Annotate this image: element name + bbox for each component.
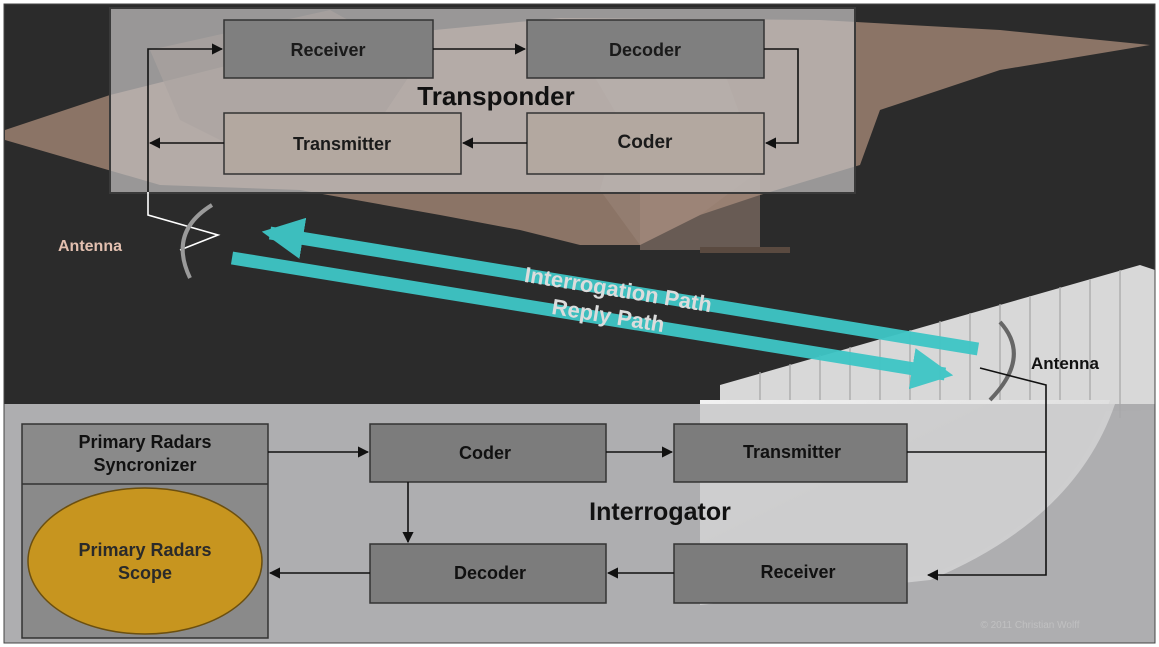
interrogator-receiver-label: Receiver bbox=[760, 562, 835, 582]
interrogator-decoder-label: Decoder bbox=[454, 563, 526, 583]
reply-path-arrow bbox=[230, 251, 954, 390]
interrogator-antenna-label: Antenna bbox=[1031, 354, 1100, 373]
scope-label-line2: Scope bbox=[118, 563, 172, 583]
transponder-antenna-label: Antenna bbox=[58, 238, 122, 255]
interrogator-receiver-block bbox=[673, 543, 908, 604]
frame bbox=[3, 3, 1156, 644]
transponder-coder-label: Coder bbox=[618, 132, 674, 153]
transponder-transmitter-label: Transmitter bbox=[293, 134, 391, 154]
transponder-transmitter-block bbox=[223, 112, 462, 175]
transponder-decoder-label: Decoder bbox=[609, 40, 681, 60]
transponder-connectors bbox=[147, 43, 799, 192]
transponder-decoder-block bbox=[526, 19, 765, 79]
transponder-receiver-label: Receiver bbox=[290, 40, 365, 60]
antenna-arc-icon bbox=[147, 192, 221, 279]
interrogator-connectors bbox=[268, 446, 1046, 579]
transponder-coder-block bbox=[526, 112, 765, 175]
interrogator-transmitter-label: Transmitter bbox=[743, 442, 841, 462]
transponder-title: Transponder bbox=[417, 81, 574, 111]
radar-antenna-icon bbox=[926, 320, 1047, 581]
transponder-receiver-block bbox=[223, 19, 434, 79]
signal-paths bbox=[230, 217, 980, 390]
interrogator-transmitter-block bbox=[673, 423, 908, 483]
primary-radar-scope bbox=[27, 487, 263, 635]
interrogator-coder-label: Coder bbox=[459, 443, 511, 463]
watermark: © 2011 Christian Wolff bbox=[980, 620, 1079, 631]
interrogator-decoder-block bbox=[369, 543, 607, 604]
scope-label-line1: Primary Radars bbox=[78, 540, 211, 560]
sync-label-line2: Syncronizer bbox=[93, 455, 196, 475]
interrogator-title: Interrogator bbox=[589, 498, 731, 526]
interrogation-path-arrow bbox=[261, 217, 980, 356]
sync-label-line1: Primary Radars bbox=[78, 432, 211, 452]
interrogator-coder-block bbox=[369, 423, 607, 483]
